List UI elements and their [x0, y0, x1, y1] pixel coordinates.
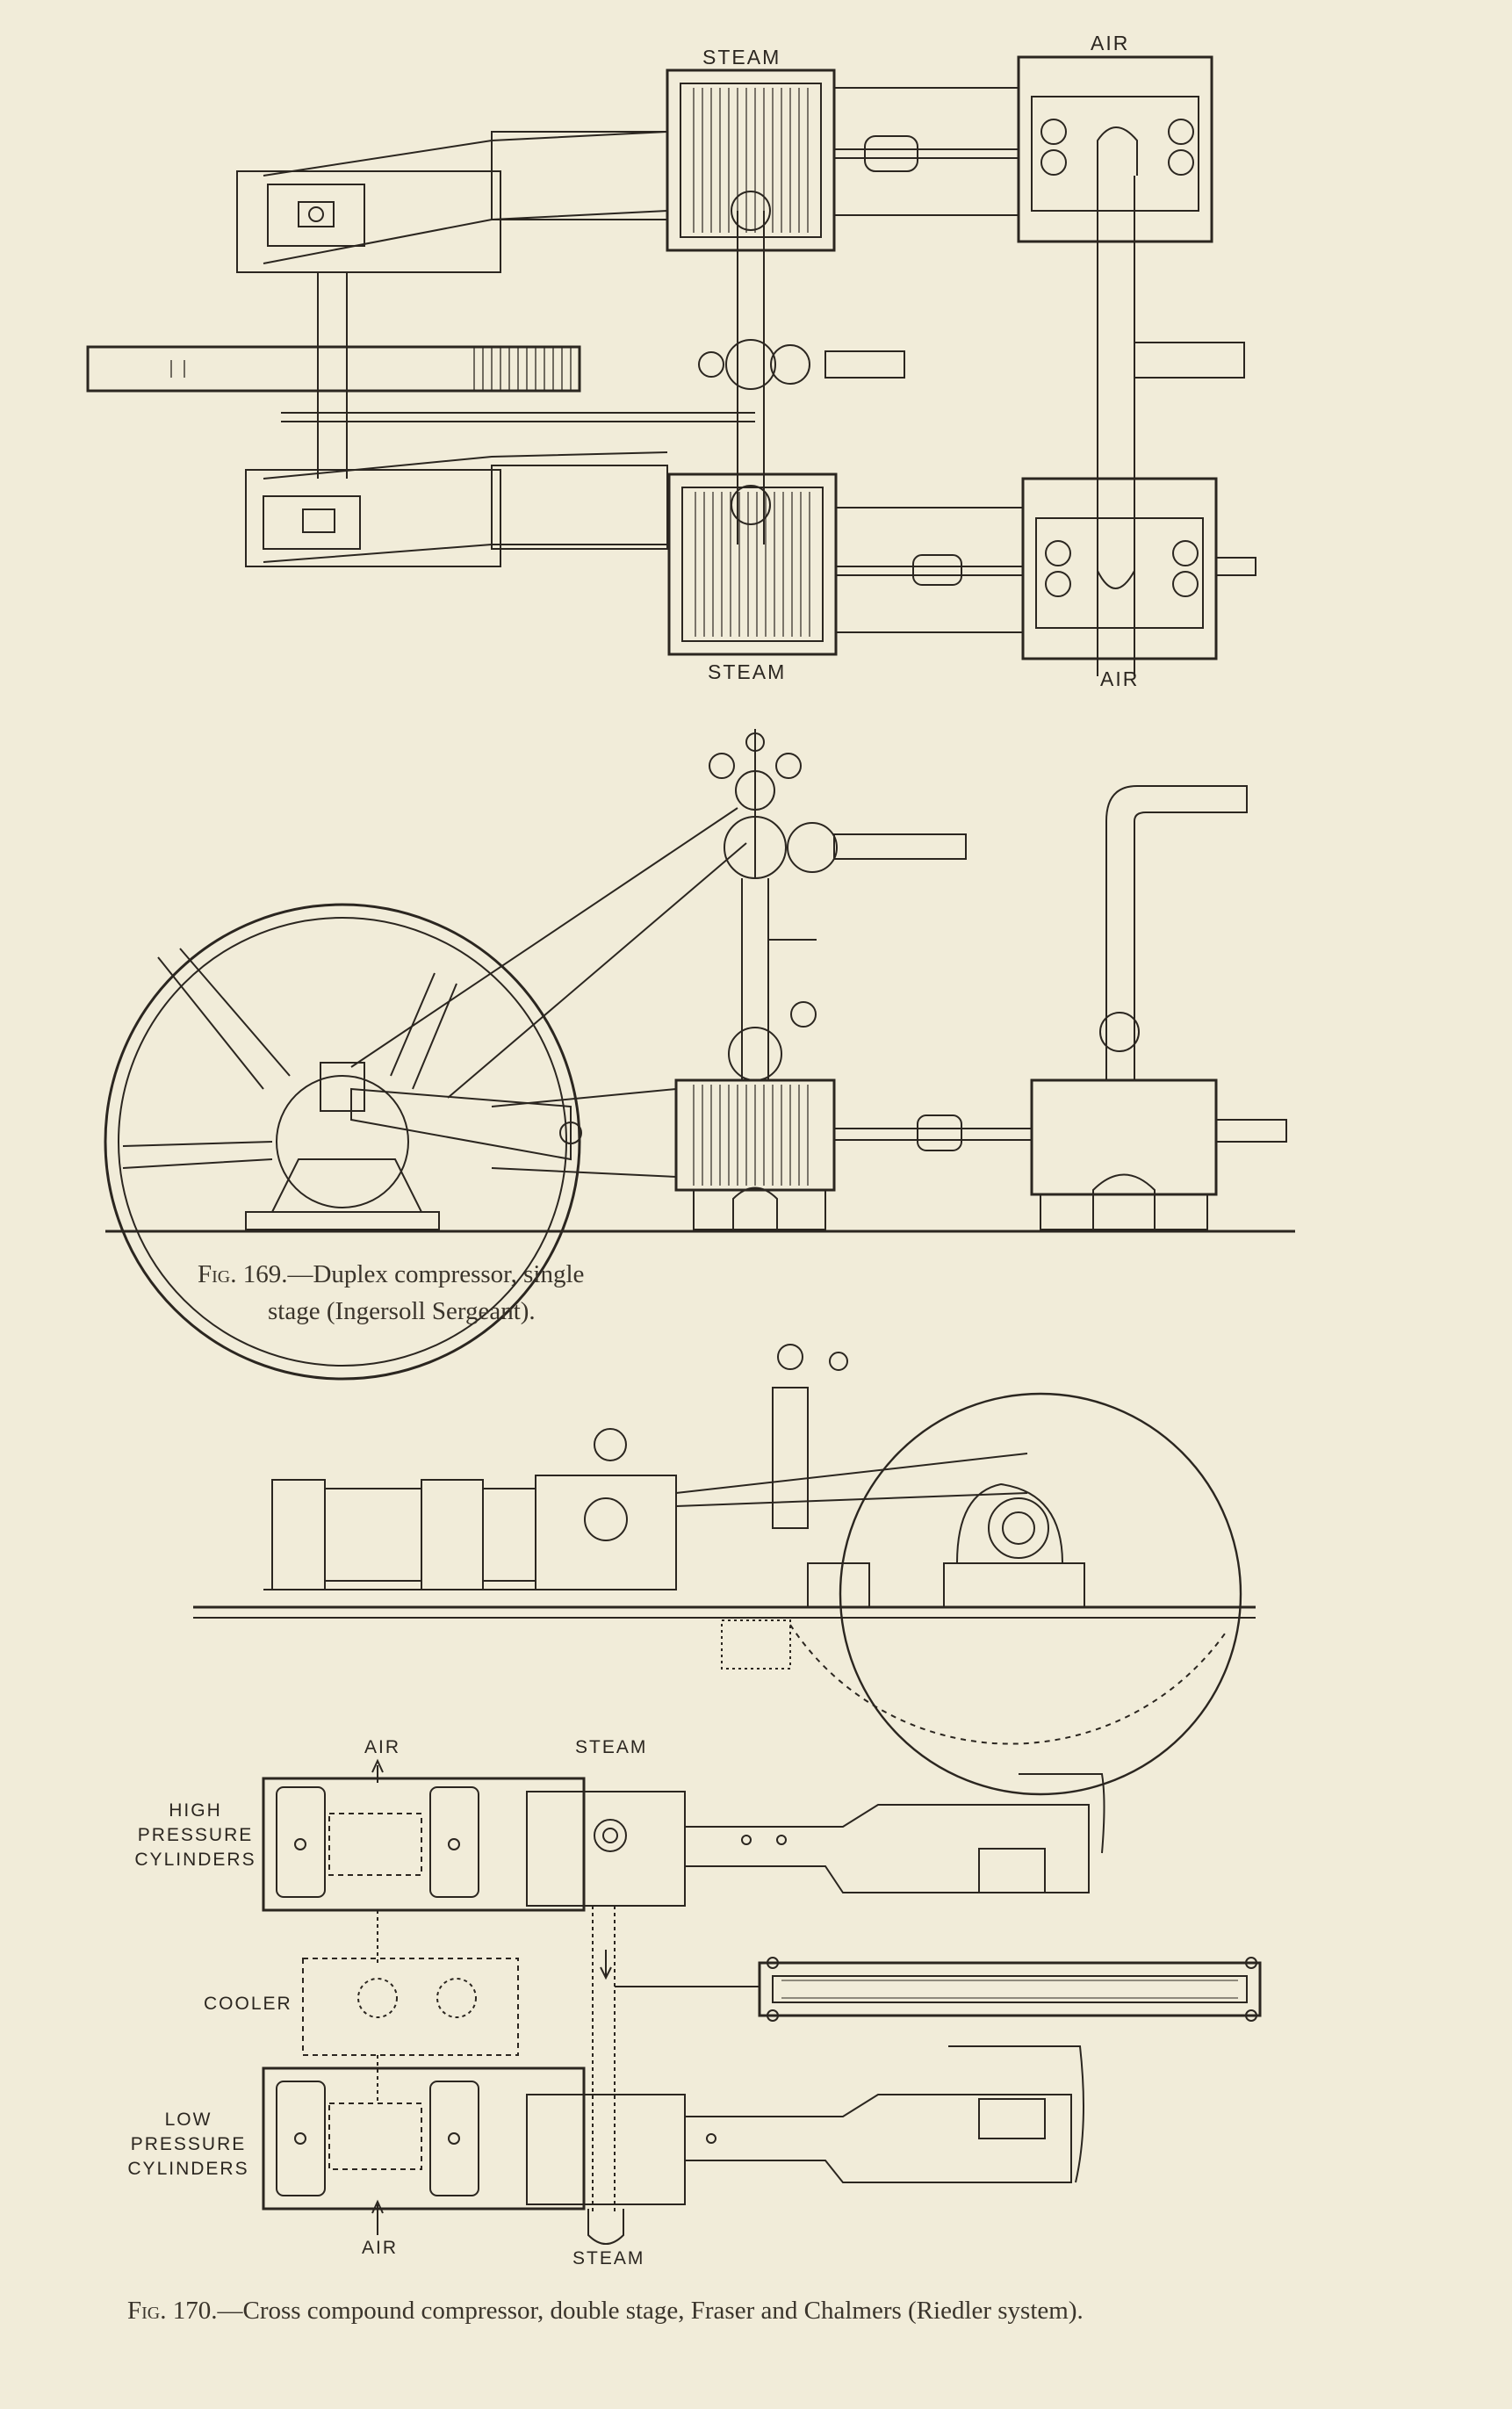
label-low-1: LOW — [164, 2110, 212, 2130]
label-high-1: HIGH — [169, 1800, 222, 1821]
label-air-bottom-170: AIR — [362, 2238, 399, 2258]
label-steam-bottom-170: STEAM — [572, 2248, 645, 2268]
label-high-2: PRESSURE — [137, 1825, 254, 1845]
fig170-number: Fig. 170. — [127, 2297, 218, 2325]
fig169-caption: Fig. 169.—Duplex compressor, single stag… — [198, 1256, 584, 1330]
label-air-top-170: AIR — [364, 1737, 401, 1757]
label-low-pressure-cylinders: LOW PRESSURE CYLINDERS — [125, 2108, 252, 2182]
label-high-3: CYLINDERS — [134, 1850, 256, 1870]
fig170-plan-view — [262, 1758, 1262, 2245]
fig169-plan-view — [86, 55, 1256, 676]
label-low-2: PRESSURE — [130, 2134, 247, 2154]
fig169-elevation-view — [104, 729, 1295, 1381]
fig170-caption-text: —Cross compound compressor, double stage… — [217, 2297, 1084, 2325]
fig169-caption-line2: stage (Ingersoll Sergeant). — [268, 1297, 536, 1325]
label-cooler: COOLER — [204, 1994, 292, 2014]
fig170-elevation-view — [193, 1344, 1256, 1796]
label-air-bottom: AIR — [1100, 667, 1140, 690]
label-steam-top: STEAM — [702, 46, 781, 69]
label-air-top: AIR — [1091, 32, 1130, 54]
label-steam-top-170: STEAM — [575, 1737, 648, 1757]
fig169-number: Fig. 169. — [198, 1260, 288, 1288]
label-high-pressure-cylinders: HIGH PRESSURE CYLINDERS — [132, 1799, 259, 1872]
fig170-caption: Fig. 170.—Cross compound compressor, dou… — [127, 2292, 1084, 2329]
label-low-3: CYLINDERS — [127, 2159, 249, 2179]
label-steam-bottom: STEAM — [708, 660, 787, 683]
fig169-caption-line1: —Duplex compressor, single — [287, 1260, 585, 1288]
